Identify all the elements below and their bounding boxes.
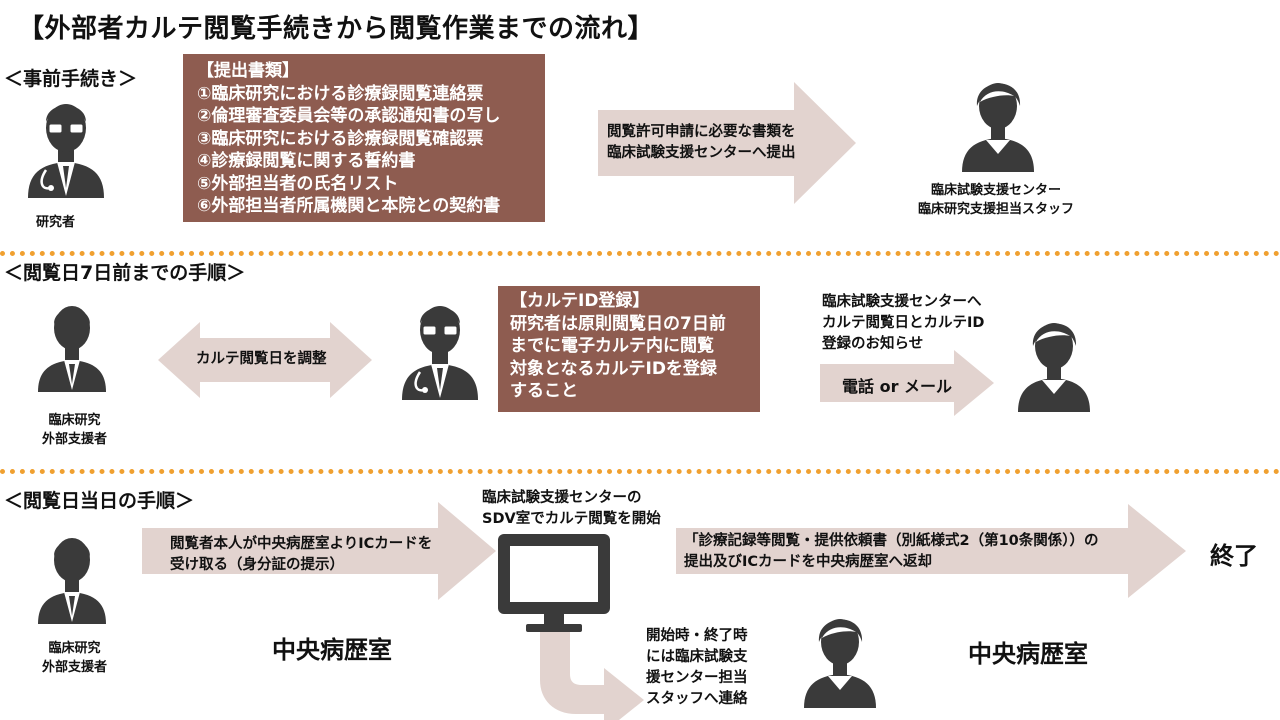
staff-icon bbox=[962, 83, 1034, 172]
external-supporter-label: 臨床研究 外部支援者 bbox=[42, 640, 107, 678]
contact-staff-text-line: 開始時・終了時 bbox=[646, 628, 748, 644]
karte-id-line: すること bbox=[510, 381, 578, 401]
notice-text: 臨床試験支援センターへ カルテ閲覧日とカルテID 登録のお知らせ bbox=[822, 292, 984, 355]
central-records-room-right: 中央病歴室 bbox=[968, 640, 1088, 668]
arrow-text-line: 閲覧者本人が中央病歴室よりICカードを bbox=[170, 536, 433, 552]
contact-staff-text-line: スタッフへ連絡 bbox=[646, 691, 748, 708]
external-supporter-label-line: 外部支援者 bbox=[42, 431, 108, 447]
end-label: 終了 bbox=[1210, 542, 1258, 570]
external-supporter-label: 臨床研究 外部支援者 bbox=[42, 412, 107, 450]
contact-arrow bbox=[820, 350, 994, 416]
arrow-text-line: 「診療記録等閲覧・提供依頼書（別紙様式2（第10条関係））の bbox=[684, 533, 1099, 549]
document-item: ②倫理審査委員会等の承認通知書の写し bbox=[197, 106, 501, 126]
document-item: ①臨床研究における診療録閲覧連絡票 bbox=[197, 83, 484, 104]
receive-card-arrow bbox=[142, 502, 496, 600]
karte-id-line: 研究者は原則閲覧日の7日前 bbox=[510, 313, 726, 334]
monitor-icon bbox=[498, 534, 610, 632]
bent-arrow bbox=[540, 630, 644, 720]
section-divider bbox=[0, 469, 1280, 474]
schedule-arrow-text: カルテ閲覧日を調整 bbox=[196, 351, 327, 367]
staff-icon bbox=[1018, 323, 1090, 412]
sdv-room-text: 臨床試験支援センターの SDV室でカルテ閲覧を開始 bbox=[482, 488, 661, 530]
contact-arrow-text: 電話 or メール bbox=[842, 377, 953, 396]
staff-label-line: 臨床試験支援センター bbox=[931, 183, 1062, 198]
document-item: ③臨床研究における診療録閲覧確認票 bbox=[197, 128, 484, 149]
central-records-room-left: 中央病歴室 bbox=[272, 636, 392, 664]
karte-id-line: 対象となるカルテIDを登録 bbox=[510, 358, 717, 379]
page-title: 【外部者カルテ閲覧手続きから閲覧作業までの流れ】 bbox=[18, 14, 655, 44]
notice-text-line: 登録のお知らせ bbox=[822, 336, 924, 353]
receive-card-arrow-text: 閲覧者本人が中央病歴室よりICカードを 受け取る（身分証の提示） bbox=[170, 534, 432, 576]
researcher-icon bbox=[402, 306, 478, 400]
section-label-pre-procedure: ＜事前手続き＞ bbox=[4, 68, 138, 90]
arrow-text-line: 提出及びICカードを中央病歴室へ返却 bbox=[684, 554, 933, 571]
external-supporter-icon bbox=[38, 538, 106, 624]
external-supporter-label-line: 臨床研究 bbox=[48, 413, 101, 428]
karte-id-line: までに電子カルテ内に閲覧 bbox=[510, 336, 714, 356]
contact-staff-text: 開始時・終了時 には臨床試験支 援センター担当 スタッフへ連絡 bbox=[646, 626, 748, 710]
section-label-7-days-before: ＜閲覧日7日前までの手順＞ bbox=[4, 262, 246, 284]
staff-icon bbox=[804, 619, 876, 708]
notice-text-line: 臨床試験支援センターへ bbox=[822, 294, 982, 310]
documents-box: 【提出書類】 ①臨床研究における診療録閲覧連絡票 ②倫理審査委員会等の承認通知書… bbox=[183, 54, 545, 222]
contact-staff-text-line: 援センター担当 bbox=[646, 670, 748, 687]
document-item: ⑤外部担当者の氏名リスト bbox=[197, 173, 399, 194]
staff-label-line: 臨床研究支援担当スタッフ bbox=[918, 201, 1075, 217]
researcher-icon bbox=[28, 104, 104, 198]
schedule-double-arrow bbox=[158, 322, 372, 398]
arrow-text-line: 閲覧許可申請に必要な書類を bbox=[607, 124, 796, 140]
karte-id-box: 【カルテID登録】 研究者は原則閲覧日の7日前 までに電子カルテ内に閲覧 対象と… bbox=[498, 286, 760, 412]
notice-text-line: カルテ閲覧日とカルテID bbox=[822, 315, 985, 332]
karte-id-heading: 【カルテID登録】 bbox=[510, 291, 650, 311]
section-divider bbox=[0, 251, 1280, 256]
section-label-on-the-day: ＜閲覧日当日の手順＞ bbox=[4, 490, 195, 512]
document-item: ⑥外部担当者所属機関と本院との契約書 bbox=[197, 196, 501, 216]
contact-staff-text-line: には臨床試験支 bbox=[646, 649, 748, 666]
external-supporter-label-line: 臨床研究 bbox=[48, 641, 101, 656]
sdv-room-text-line: SDV室でカルテ閲覧を開始 bbox=[482, 511, 661, 528]
arrow-text-line: 受け取る（身分証の提示） bbox=[170, 557, 344, 574]
external-supporter-label-line: 外部支援者 bbox=[42, 659, 108, 675]
return-card-arrow-text: 「診療記録等閲覧・提供依頼書（別紙様式2（第10条関係））の 提出及びICカード… bbox=[684, 531, 1099, 573]
arrow-text-line: 臨床試験支援センターへ提出 bbox=[607, 145, 796, 162]
submit-arrow bbox=[598, 82, 856, 204]
submit-arrow-text: 閲覧許可申請に必要な書類を 臨床試験支援センターへ提出 bbox=[607, 122, 796, 164]
return-card-arrow bbox=[676, 504, 1186, 598]
document-item: ④診療録閲覧に関する誓約書 bbox=[197, 151, 416, 171]
staff-label: 臨床試験支援センター 臨床研究支援担当スタッフ bbox=[918, 182, 1074, 220]
documents-heading: 【提出書類】 bbox=[197, 61, 299, 81]
external-supporter-icon bbox=[38, 306, 106, 392]
sdv-room-text-line: 臨床試験支援センターの bbox=[482, 490, 642, 506]
researcher-label: 研究者 bbox=[36, 215, 76, 230]
